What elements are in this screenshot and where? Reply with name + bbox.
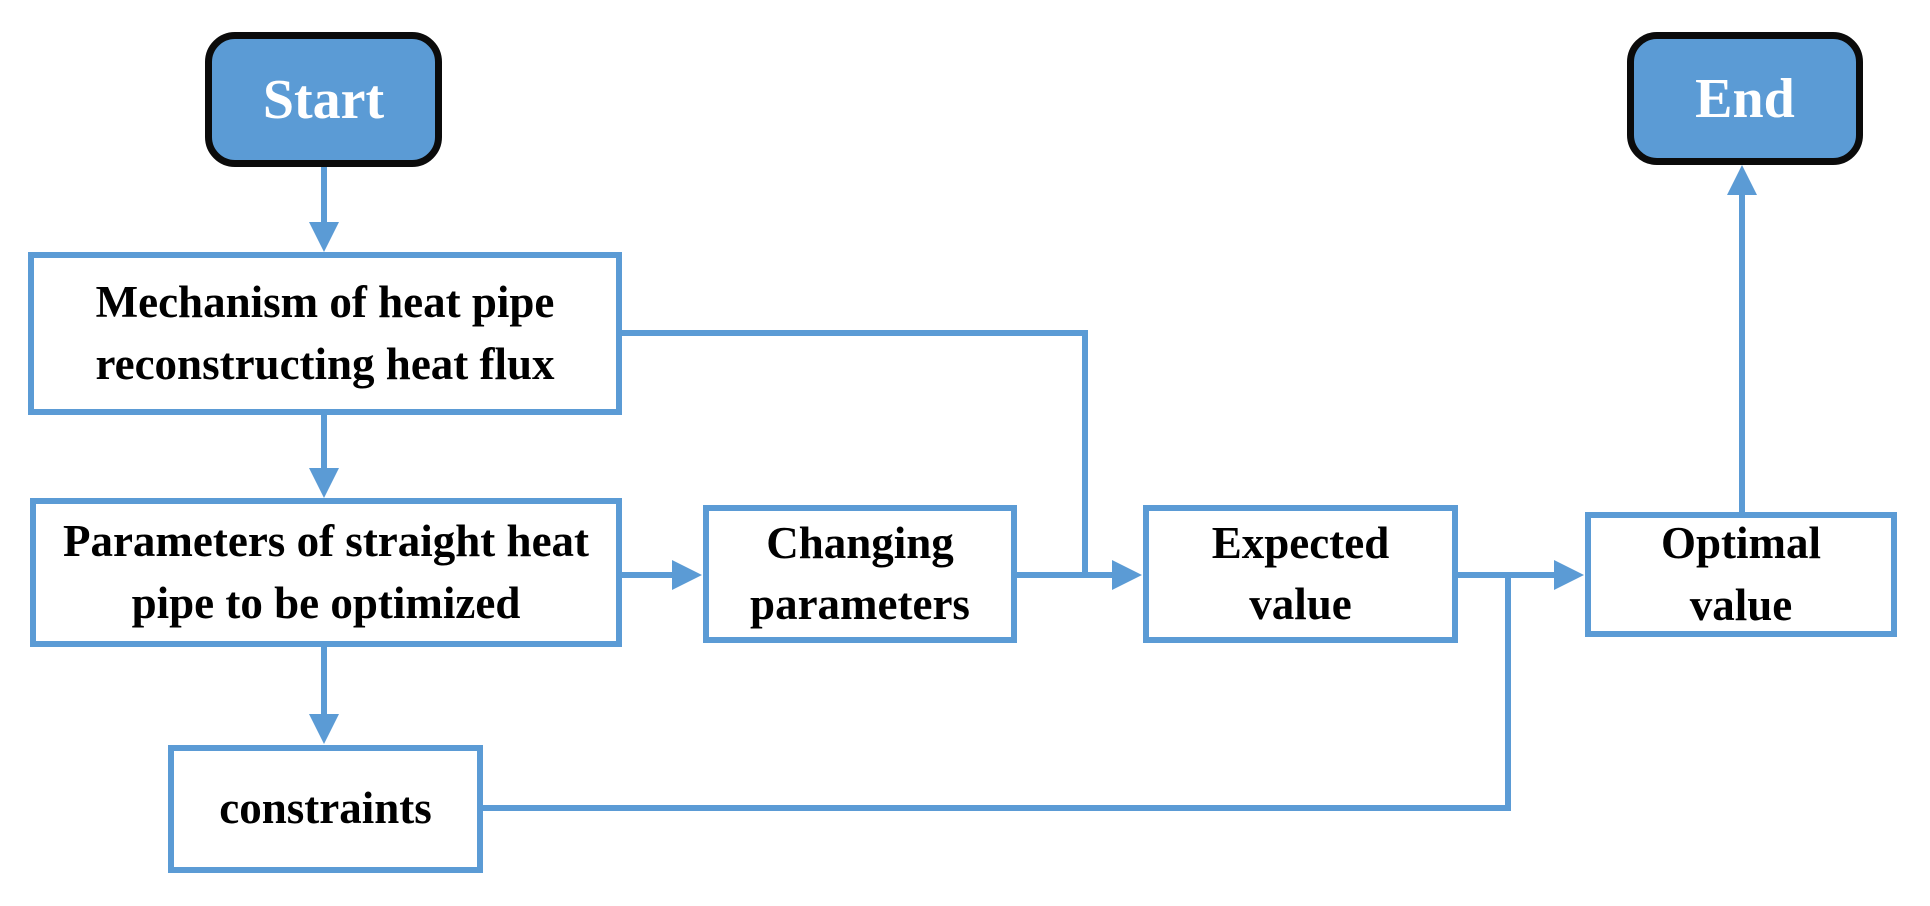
start-node-label: Start xyxy=(262,68,385,131)
parameters-node-label: Parameters of straight heat pipe to be o… xyxy=(62,516,590,628)
edge-constraints-feedback xyxy=(483,578,1511,811)
changing-parameters-node-label: Changing parameters xyxy=(750,517,970,629)
end-node: End xyxy=(1627,32,1863,165)
expected-value-node: Expected value xyxy=(1143,505,1458,643)
optimal-value-node-label: Optimal value xyxy=(1660,518,1821,630)
constraints-node-label: constraints xyxy=(219,783,432,834)
expected-value-node-label: Expected value xyxy=(1211,517,1390,629)
start-node: Start xyxy=(205,32,442,167)
mechanism-node-label: Mechanism of heat pipe reconstructing he… xyxy=(95,277,555,389)
edge-mechanism-feedback xyxy=(622,330,1088,575)
constraints-node: constraints xyxy=(168,745,483,873)
end-node-label: End xyxy=(1695,67,1795,130)
mechanism-node: Mechanism of heat pipe reconstructing he… xyxy=(28,252,622,415)
parameters-node: Parameters of straight heat pipe to be o… xyxy=(30,498,622,647)
optimal-value-node: Optimal value xyxy=(1585,512,1897,637)
changing-parameters-node: Changing parameters xyxy=(703,505,1017,643)
